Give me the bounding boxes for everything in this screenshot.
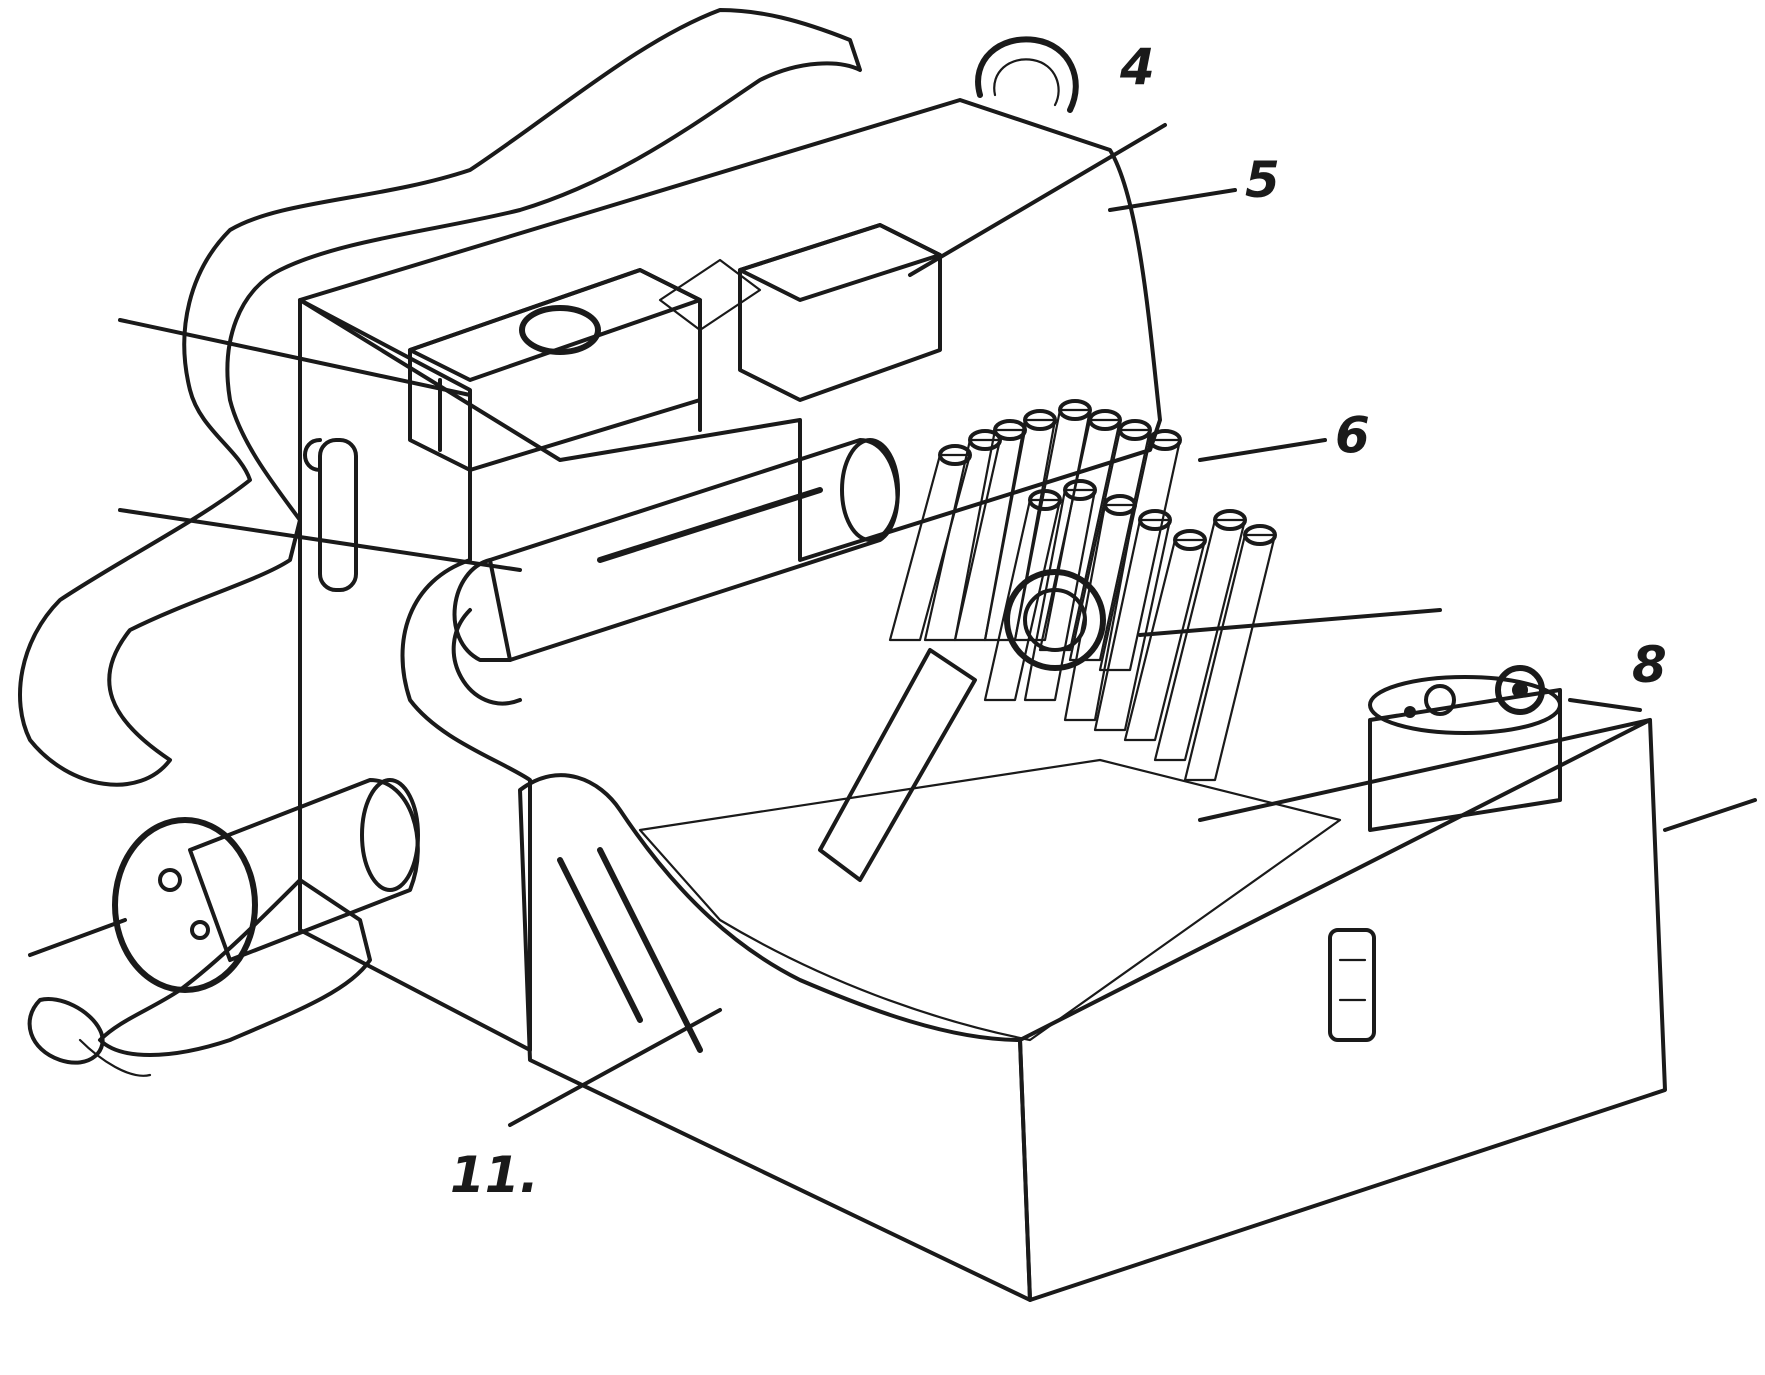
tube-cap-3 — [993, 419, 1027, 441]
tube-cap-4 — [1023, 409, 1057, 431]
tube-bank — [818, 399, 1277, 882]
roller-drum — [451, 438, 900, 706]
tube-5 — [1013, 408, 1092, 642]
tube-cap-10 — [1063, 479, 1097, 501]
tube-cap-1 — [938, 444, 972, 466]
tube-11 — [1063, 503, 1137, 722]
coil-block — [658, 223, 942, 402]
tube-1 — [888, 453, 972, 642]
tube-12 — [1093, 518, 1172, 732]
left-side-wall — [298, 298, 532, 1052]
tube-9 — [983, 498, 1062, 702]
tube-10 — [1023, 488, 1097, 702]
handle-ring — [975, 36, 1079, 113]
tube-cap-2 — [968, 429, 1002, 451]
tube-cap-7 — [1118, 419, 1152, 441]
tube-cap-8 — [1148, 429, 1182, 451]
tube-cap-14 — [1213, 509, 1247, 531]
tube-cap-6 — [1088, 409, 1122, 431]
tube-15 — [1183, 533, 1277, 782]
callout-6: 6 — [1335, 406, 1370, 464]
callout-11: 11. — [450, 1146, 539, 1204]
tube-cap-15 — [1243, 524, 1277, 546]
tube-cap-13 — [1173, 529, 1207, 551]
tube-13 — [1123, 538, 1207, 742]
tube-cap-12 — [1138, 509, 1172, 531]
terminal-block — [1368, 665, 1562, 832]
receiver-unit — [408, 268, 702, 472]
tube-14 — [1153, 518, 1247, 762]
tube-cap-5 — [1058, 399, 1092, 421]
case-floor — [638, 758, 1342, 1042]
back-panel — [298, 98, 1162, 562]
tube-cap-9 — [1028, 489, 1062, 511]
callout-8: 8 — [1632, 636, 1667, 694]
tube-8 — [1098, 438, 1182, 672]
front-panel — [518, 773, 1032, 1302]
right-compartment — [1018, 718, 1667, 1302]
carrying-strap — [18, 8, 862, 1077]
callout-5: 5 — [1245, 151, 1280, 209]
leader-lines — [28, 123, 1757, 1127]
callout-4: 4 — [1120, 38, 1155, 96]
tube-4 — [983, 418, 1057, 642]
tube-cap-11 — [1103, 494, 1137, 516]
hand-crank-generator — [112, 778, 420, 993]
